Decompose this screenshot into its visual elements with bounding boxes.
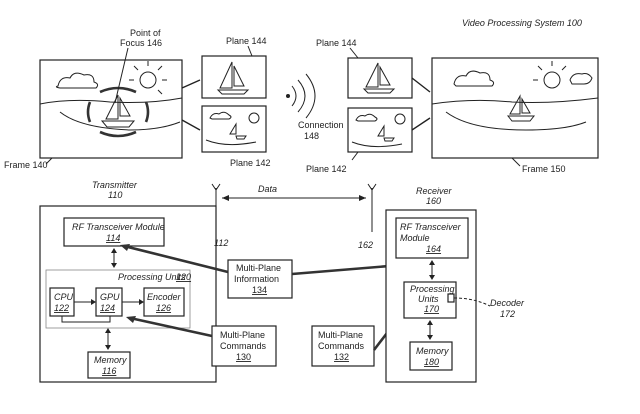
decoder-chip bbox=[447, 293, 455, 303]
cpu-gpu-bus bbox=[61, 316, 111, 323]
mpc130-number: 130 bbox=[236, 352, 251, 362]
mpi-number: 134 bbox=[252, 285, 267, 295]
frame-150-label: Frame 150 bbox=[522, 164, 566, 174]
cpu-gpu-arrowhead bbox=[91, 299, 96, 305]
transmitter-antenna bbox=[211, 183, 221, 230]
processing-units-170 bbox=[403, 281, 457, 319]
plane-142-left-image bbox=[201, 105, 267, 153]
plane-144-right-leader bbox=[349, 47, 359, 59]
receiver-antenna-label: 162 bbox=[358, 240, 373, 250]
cpu-label: CPU bbox=[54, 292, 74, 302]
memory-180-label: Memory bbox=[416, 346, 449, 356]
memory-180 bbox=[409, 341, 453, 371]
rf-164-number: 164 bbox=[426, 244, 441, 254]
plane-142-right-leader bbox=[351, 151, 359, 161]
system-title: Video Processing System 100 bbox=[462, 18, 582, 28]
focus-leader-line bbox=[114, 47, 129, 104]
plane-142-left-label: Plane 142 bbox=[230, 158, 271, 168]
gpu-box bbox=[95, 287, 123, 317]
mpc130-line-2: Commands bbox=[220, 341, 267, 351]
connection-label-2: 148 bbox=[304, 131, 319, 141]
mpi-line-2: Information bbox=[234, 274, 279, 284]
arrow-from-plane-144 bbox=[411, 77, 431, 93]
wireless-icon bbox=[286, 73, 316, 119]
frame-140-label: Frame 140 bbox=[4, 160, 48, 170]
point-of-focus-label-1: Point of bbox=[130, 28, 161, 38]
pu-memory-arrowheads bbox=[427, 320, 433, 340]
connection-label-1: Connection bbox=[298, 120, 344, 130]
mpc130-line-1: Multi-Plane bbox=[220, 330, 265, 340]
mpi-to-transmitter-arrow bbox=[123, 244, 229, 274]
processing-units-number: 120 bbox=[176, 272, 191, 282]
encoder-box bbox=[143, 287, 185, 317]
memory-116-label: Memory bbox=[94, 355, 127, 365]
receiver-antenna bbox=[367, 183, 377, 232]
data-label: Data bbox=[258, 184, 277, 194]
rf164-pu-arrowheads bbox=[429, 260, 435, 280]
frame-150-image bbox=[431, 57, 599, 159]
gpu-number: 124 bbox=[100, 303, 115, 313]
multi-plane-info-134 bbox=[227, 259, 293, 299]
plane-142-right-image bbox=[347, 107, 413, 153]
transmitter-title: Transmitter bbox=[92, 180, 138, 190]
transmitter-number: 110 bbox=[108, 190, 122, 200]
transmitter-antenna-label: 112 bbox=[214, 238, 228, 248]
encoder-label: Encoder bbox=[147, 292, 182, 302]
decoder-label: Decoder bbox=[490, 298, 525, 308]
arrow-to-plane-142 bbox=[181, 119, 201, 131]
pu170-line-1: Processing bbox=[410, 284, 455, 294]
encoder-number: 126 bbox=[156, 303, 171, 313]
memory-180-number: 180 bbox=[424, 357, 439, 367]
processing-units-label: Processing Units bbox=[118, 272, 186, 282]
plane-144-right-label: Plane 144 bbox=[316, 38, 357, 48]
plane-144-left-leader bbox=[247, 45, 253, 57]
mpi-to-transmitter-arrowhead bbox=[120, 244, 130, 251]
mpc130-arrow bbox=[129, 316, 213, 338]
rf-114-label: RF Transceiver Module bbox=[72, 222, 165, 232]
plane-144-left-label: Plane 144 bbox=[226, 36, 267, 46]
mpc130-arrowhead bbox=[126, 316, 136, 323]
rf-114-number: 114 bbox=[106, 233, 120, 243]
rf-transceiver-164 bbox=[395, 217, 469, 259]
rf-164-line-1: RF Transceiver bbox=[400, 222, 462, 232]
memory-link-arrowheads bbox=[105, 328, 111, 350]
plane-142-right-label: Plane 142 bbox=[306, 164, 347, 174]
multi-plane-commands-130 bbox=[211, 325, 277, 367]
cpu-number: 122 bbox=[54, 303, 69, 313]
plane-144-right-image bbox=[347, 57, 413, 99]
point-of-focus-label-2: Focus 146 bbox=[120, 38, 162, 48]
multi-plane-commands-132 bbox=[311, 325, 375, 367]
gpu-label: GPU bbox=[100, 292, 120, 302]
mpi-line-1: Multi-Plane bbox=[236, 263, 281, 273]
receiver-title: Receiver bbox=[416, 186, 453, 196]
receiver-number: 160 bbox=[426, 196, 441, 206]
decoder-number: 172 bbox=[500, 309, 515, 319]
pu170-line-2: Units bbox=[418, 294, 439, 304]
rf-164-line-2: Module bbox=[400, 233, 430, 243]
mpc132-number: 132 bbox=[334, 352, 349, 362]
frame-140-image bbox=[39, 59, 183, 159]
mpc132-line-2: Commands bbox=[318, 341, 365, 351]
pu170-number: 170 bbox=[424, 304, 439, 314]
rf-transceiver-114 bbox=[63, 217, 165, 247]
plane-144-left-image bbox=[201, 55, 267, 99]
mpc132-line-1: Multi-Plane bbox=[318, 330, 363, 340]
memory-116 bbox=[87, 351, 131, 379]
rf-processing-arrowheads bbox=[111, 248, 117, 268]
memory-116-number: 116 bbox=[102, 366, 116, 376]
frame-140-leader bbox=[45, 157, 53, 165]
gpu-encoder-arrowhead bbox=[139, 299, 144, 305]
arrow-from-plane-142 bbox=[411, 117, 431, 131]
arrow-to-plane-144 bbox=[181, 79, 201, 89]
frame-150-leader bbox=[511, 157, 521, 167]
